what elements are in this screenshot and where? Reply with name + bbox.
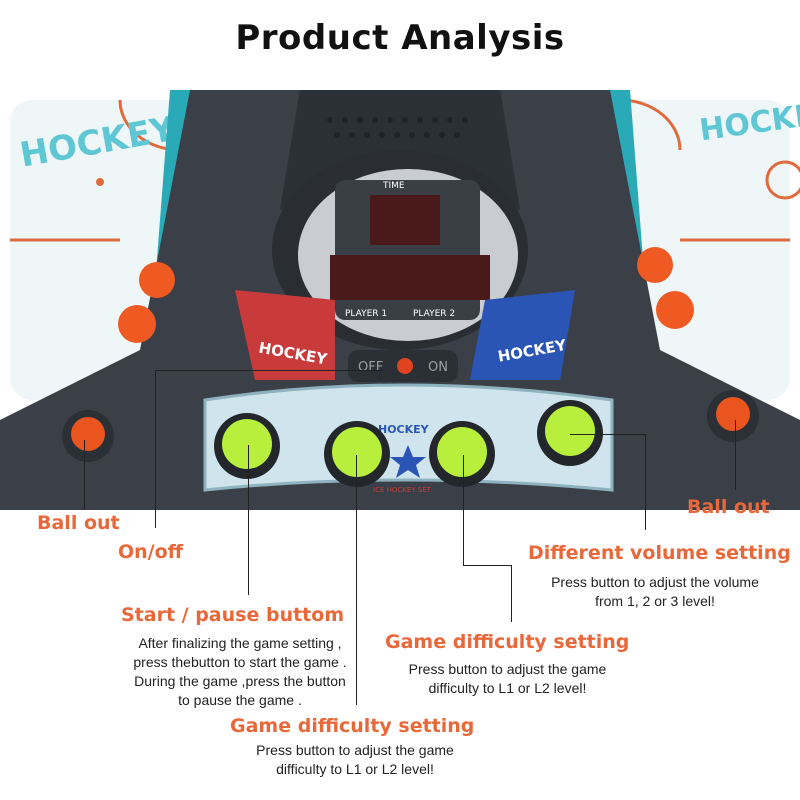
ball <box>656 291 694 329</box>
difficulty-title-1: Game difficulty setting <box>385 631 630 653</box>
ball <box>139 262 175 298</box>
right-decal <box>470 290 575 380</box>
control-panel <box>203 383 614 492</box>
start-pause-title: Start / pause buttom <box>121 604 345 626</box>
panel-set-text: ICE HOCKEY SET <box>373 486 432 494</box>
product-photo: HOCKEY HOCKEY TIME PLAYER 1 PLAYER 2 HOC… <box>0 90 800 510</box>
start-pause-button <box>222 419 272 469</box>
time-label: TIME <box>382 181 405 191</box>
score-display <box>330 255 490 300</box>
ball-out-right-label: Ball out <box>687 496 770 518</box>
player2-label: PLAYER 2 <box>413 309 455 319</box>
difficulty-desc-2: Press button to adjust the game difficul… <box>256 742 454 777</box>
off-label: OFF <box>358 360 383 375</box>
on-label: ON <box>428 360 448 375</box>
star-icon <box>390 445 426 478</box>
ball <box>637 247 673 283</box>
player1-label: PLAYER 1 <box>345 309 387 319</box>
difficulty-title-2: Game difficulty setting <box>230 715 475 737</box>
ball-out-left-label: Ball out <box>37 512 120 534</box>
ball <box>118 305 156 343</box>
power-switch <box>397 358 413 374</box>
ball-out-button-left <box>71 417 105 451</box>
left-decal <box>235 290 335 380</box>
difficulty-desc-1: Press button to adjust the game difficul… <box>408 661 607 696</box>
time-display <box>370 195 440 245</box>
on-off-label: On/off <box>118 541 184 563</box>
page-title: Product Analysis <box>235 18 565 58</box>
volume-title: Different volume setting <box>528 542 791 564</box>
volume-desc: Press button to adjust the volume from 1… <box>551 574 759 609</box>
panel-hockey-text: HOCKEY <box>378 423 430 436</box>
difficulty-button-2 <box>437 427 487 477</box>
difficulty-button-1 <box>332 427 382 477</box>
start-pause-desc: After finalizing the game setting , pres… <box>133 635 347 708</box>
ball-out-button-right <box>716 397 750 431</box>
volume-button <box>545 406 595 456</box>
